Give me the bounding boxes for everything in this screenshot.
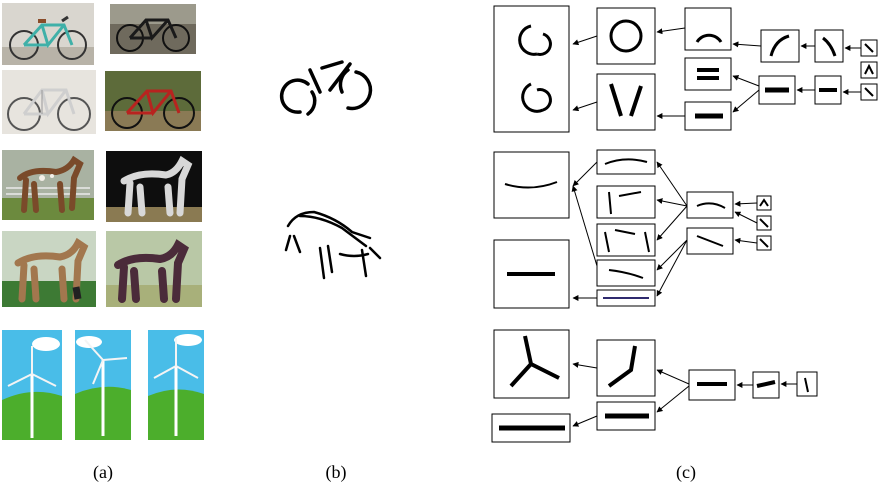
- panel-b-shapes: [270, 40, 410, 300]
- caption-a: (a): [93, 462, 113, 482]
- panel-c-hierarchies: [485, 0, 884, 450]
- windmill-illustration-2: [75, 330, 131, 440]
- horse-sketch: [284, 210, 382, 280]
- windmill-illustration-3: [148, 330, 204, 440]
- windmill-illustration-1: [2, 330, 62, 440]
- horse-photo-3: [2, 231, 96, 307]
- horse-photo-1: [2, 150, 94, 220]
- windmill-part-hierarchy: [491, 329, 818, 443]
- bicycle-photo-2: [110, 4, 196, 54]
- bicycle-photo-4: [105, 71, 201, 131]
- horse-part-hierarchy: [493, 149, 772, 309]
- bicycle-photo-3: [2, 70, 96, 134]
- caption-b: (b): [325, 462, 347, 482]
- bicycle-photo-1: [2, 3, 94, 65]
- caption-c: (c): [676, 462, 696, 482]
- bicycle-part-hierarchy: [493, 5, 878, 133]
- bicycle-sketch: [279, 60, 373, 116]
- horse-photo-2: [106, 151, 202, 222]
- horse-photo-4: [106, 231, 202, 307]
